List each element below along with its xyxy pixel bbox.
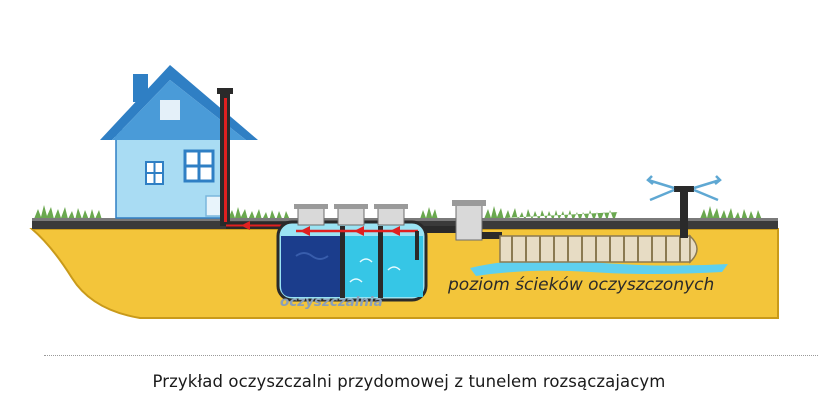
house-icon [100,65,258,219]
caption-divider [44,355,818,356]
treated-wastewater-level-label: poziom ścieków oczyszczonych [447,275,714,295]
treatment-plant-label: oczyszczalnia [280,294,383,310]
infiltration-tunnel [470,234,728,276]
figure-caption: Przykład oczyszczalni przydomowej z tune… [152,372,666,391]
treatment-plant-tank [276,204,428,302]
vent-pipe-icon [217,88,233,226]
distribution-well [452,200,502,241]
clean-chamber [345,236,423,297]
sprinkler-icon [646,175,722,238]
outlet-pipe [424,226,458,233]
sludge-chamber [281,236,340,297]
septic-system-diagram: poziom ścieków oczyszczonych oczyszczaln… [29,65,779,319]
treated-water-splash [470,260,728,276]
